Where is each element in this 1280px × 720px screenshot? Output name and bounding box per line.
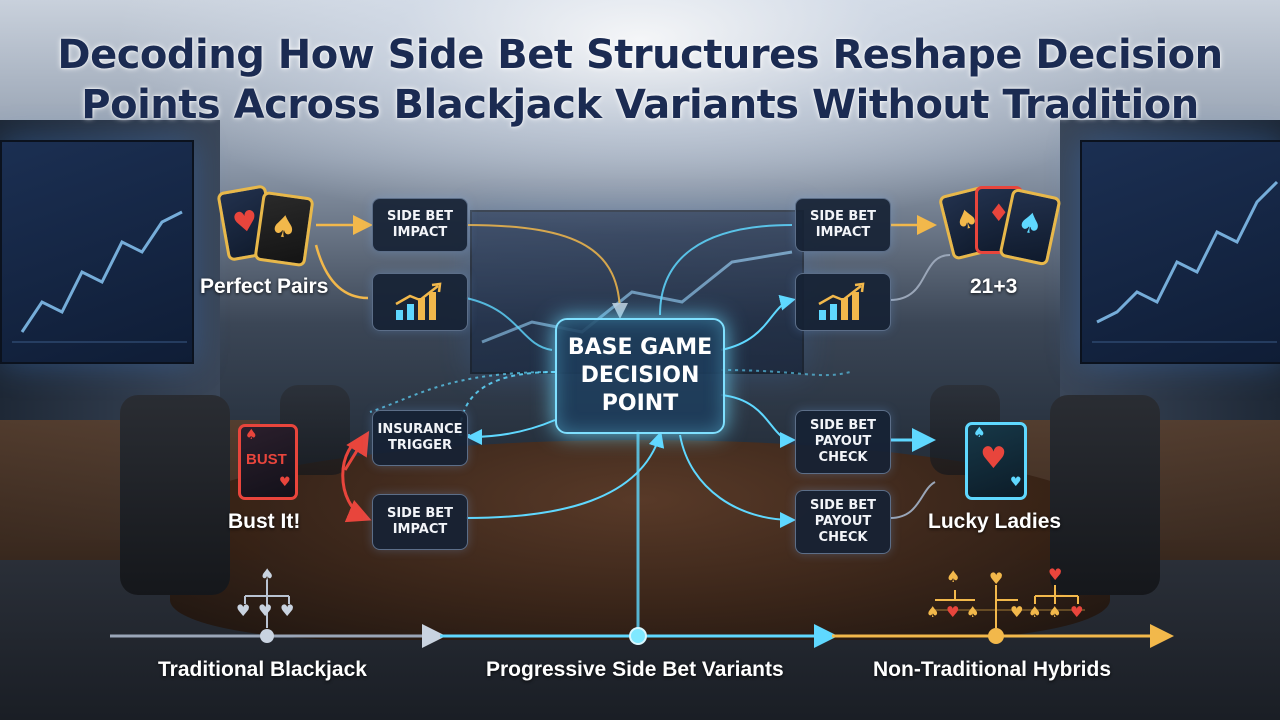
node-line: CHECK — [810, 450, 876, 466]
label-lucky-ladies: Lucky Ladies — [928, 510, 1061, 534]
svg-text:♠: ♠ — [966, 603, 979, 621]
heart-icon: ♥ — [1010, 475, 1022, 490]
svg-text:♥: ♥ — [1048, 565, 1062, 584]
center-line-1: BASE GAME — [568, 334, 712, 362]
node-line: SIDE BET — [810, 209, 876, 225]
perfect-pairs-card-front: ♠ — [253, 191, 314, 268]
spade-icon: ♠ — [268, 208, 300, 246]
bust-it-card: ♠ BUST ♥ — [238, 424, 298, 500]
title-line-2: Points Across Blackjack Variants Without… — [0, 80, 1280, 130]
node-line: IMPACT — [387, 225, 453, 241]
svg-text:♥: ♥ — [989, 569, 1003, 588]
center-line-3: POINT — [568, 390, 712, 418]
svg-text:♠: ♠ — [1028, 603, 1041, 621]
svg-text:♥: ♥ — [258, 601, 272, 620]
lucky-ladies-card: ♠ ♥ ♥ — [965, 422, 1027, 500]
bar-chart-arrow-icon — [390, 282, 450, 322]
timeline-label-hybrids: Non-Traditional Hybrids — [873, 658, 1111, 682]
spade-icon: ♠ — [1015, 205, 1046, 242]
left-chart-node — [372, 273, 468, 331]
node-line: SIDE BET — [810, 418, 876, 434]
node-line: PAYOUT — [810, 434, 876, 450]
svg-text:♠: ♠ — [1048, 603, 1061, 621]
label-bust-it: Bust It! — [228, 510, 300, 534]
base-game-decision-point: BASE GAME DECISION POINT — [555, 318, 725, 434]
node-line: IMPACT — [387, 522, 453, 538]
timeline-label-traditional: Traditional Blackjack — [158, 658, 367, 682]
node-line: SIDE BET — [387, 209, 453, 225]
heart-icon: ♥ — [980, 441, 1007, 476]
svg-text:♥: ♥ — [236, 601, 250, 620]
node-line: SIDE BET — [810, 498, 876, 514]
svg-text:♠: ♠ — [926, 603, 939, 621]
bust-card-text: BUST — [246, 451, 287, 468]
label-21-3: 21+3 — [970, 275, 1017, 299]
right-chart-node — [795, 273, 891, 331]
svg-text:♠: ♠ — [946, 567, 960, 586]
label-perfect-pairs: Perfect Pairs — [200, 275, 328, 299]
node-line: TRIGGER — [377, 438, 462, 454]
center-line-2: DECISION — [568, 362, 712, 390]
node-line: INSURANCE — [377, 422, 462, 438]
svg-text:♥: ♥ — [280, 601, 294, 620]
node-line: CHECK — [810, 530, 876, 546]
title-line-1: Decoding How Side Bet Structures Reshape… — [0, 30, 1280, 80]
svg-text:♥: ♥ — [1010, 603, 1023, 621]
svg-text:♥: ♥ — [1070, 603, 1083, 621]
node-line: IMPACT — [810, 225, 876, 241]
heart-icon: ♥ — [279, 475, 291, 490]
diagram-title: Decoding How Side Bet Structures Reshape… — [0, 30, 1280, 130]
bar-chart-arrow-icon — [813, 282, 873, 322]
spade-icon: ♠ — [245, 427, 258, 443]
svg-text:♥: ♥ — [946, 603, 959, 621]
node-line: SIDE BET — [387, 506, 453, 522]
timeline-label-progressive: Progressive Side Bet Variants — [486, 658, 784, 682]
svg-text:♠: ♠ — [260, 565, 274, 584]
spade-icon: ♠ — [973, 425, 986, 441]
node-line: PAYOUT — [810, 514, 876, 530]
